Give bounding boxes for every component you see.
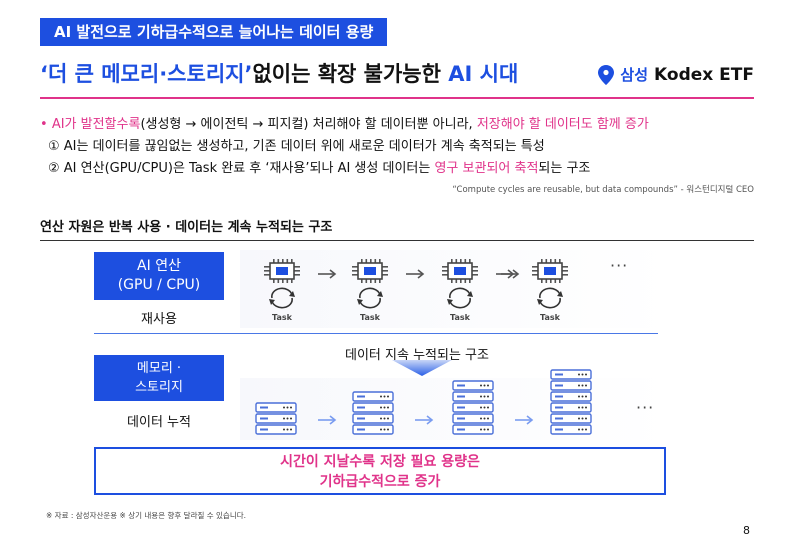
bullet-list: • AI가 발전할수록(생성형 → 에이전틱 → 피지컬) 처리해야 할 데이터… xyxy=(40,114,754,180)
location-pin-icon xyxy=(598,64,615,85)
server-stack-icon xyxy=(352,391,394,441)
compute-box-line2: (GPU / CPU) xyxy=(117,277,201,293)
title-divider xyxy=(40,97,754,99)
right-arrow-icon xyxy=(317,411,339,425)
title-mid-part: 없이는 확장 불가능한 xyxy=(252,62,449,86)
page-title: ‘더 큰 메모리·스토리지’없이는 확장 불가능한 AI 시대 xyxy=(40,58,518,88)
title-ai-part: AI 시대 xyxy=(448,62,519,86)
reuse-cycle-icon xyxy=(530,287,570,309)
brand-kodex: Kodex ETF xyxy=(654,64,754,85)
reuse-cycle-icon xyxy=(350,287,390,309)
brand-logo: 삼성 Kodex ETF xyxy=(598,64,754,85)
accumulation-caption: 데이터 지속 누적되는 구조 xyxy=(345,348,489,363)
reuse-cycle-icon xyxy=(262,287,302,309)
down-funnel-icon xyxy=(392,360,452,376)
diagram-title: 연산 자원은 반복 사용 · 데이터는 계속 누적되는 구조 xyxy=(40,220,333,235)
task-label: Task xyxy=(360,313,380,322)
gpu-chip-icon xyxy=(262,258,302,284)
right-arrow-icon xyxy=(414,411,436,425)
server-stack-icon xyxy=(550,369,592,441)
section-banner: AI 발전으로 기하급수적으로 늘어나는 데이터 용량 xyxy=(40,18,388,46)
bullet-sub-1: ① AI는 데이터를 끊임없는 생성하고, 기존 데이터 위에 새로운 데이터가… xyxy=(48,139,545,154)
diagram-divider xyxy=(94,333,658,334)
result-line1: 시간이 지날수록 저장 필요 용량은 xyxy=(280,454,480,470)
bullet-sub-2: ② AI 연산(GPU/CPU)은 Task 완료 후 ‘재사용’되나 AI 생… xyxy=(40,158,754,180)
reuse-label: 재사용 xyxy=(141,312,177,327)
result-box: 시간이 지날수록 저장 필요 용량은 기하급수적으로 증가 xyxy=(94,447,666,495)
right-arrow-icon xyxy=(405,265,427,279)
memory-box-line1: 메모리 · xyxy=(136,361,182,376)
brand-samsung: 삼성 xyxy=(620,66,649,84)
gpu-chip-icon xyxy=(350,258,390,284)
server-stack-icon xyxy=(255,402,297,441)
page-number: 8 xyxy=(743,524,750,537)
gpu-chip-icon xyxy=(530,258,570,284)
memory-box-line2: 스토리지 xyxy=(135,380,183,395)
bullet-dot: • xyxy=(40,117,52,132)
bullet-sub-2-highlight: 영구 보관되어 축적 xyxy=(434,161,539,176)
bullet-main: • AI가 발전할수록(생성형 → 에이전틱 → 피지컬) 처리해야 할 데이터… xyxy=(40,114,754,136)
right-arrow-icon xyxy=(317,265,339,279)
server-stack-icon xyxy=(452,380,494,441)
gpu-chip-icon xyxy=(440,258,480,284)
ceo-quote: “Compute cycles are reusable, but data c… xyxy=(452,185,754,195)
footnote: ※ 자료 : 삼성자산운용 ※ 상기 내용은 향후 달라질 수 있습니다. xyxy=(46,511,247,520)
bullet-sub-2-text: ② AI 연산(GPU/CPU)은 Task 완료 후 ‘재사용’되나 AI 생… xyxy=(48,161,435,176)
result-line2: 기하급수적으로 증가 xyxy=(319,474,441,490)
compute-box: AI 연산 (GPU / CPU) xyxy=(94,252,224,300)
title-quote-part: ‘더 큰 메모리·스토리지’ xyxy=(40,62,253,86)
section-divider xyxy=(40,240,754,241)
reuse-cycle-icon xyxy=(440,287,480,309)
bullet-sub-2-tail: 되는 구조 xyxy=(538,161,591,176)
more-ellipsis: ··· xyxy=(636,398,655,417)
task-label: Task xyxy=(540,313,560,322)
bullet-text-1: (생성형 → 에이전틱 → 피지컬) 처리해야 할 데이터뿐 아니라, xyxy=(140,117,477,132)
bullet-highlight-1: AI가 발전할수록 xyxy=(51,117,141,132)
more-ellipsis: ··· xyxy=(610,256,629,275)
task-label: Task xyxy=(272,313,292,322)
right-arrow-icon xyxy=(514,411,536,425)
bullet-highlight-2: 저장해야 할 데이터도 함께 증가 xyxy=(476,117,649,132)
right-arrow-icon xyxy=(500,265,522,279)
memory-storage-box: 메모리 · 스토리지 xyxy=(94,355,224,401)
compute-box-line1: AI 연산 xyxy=(137,258,181,274)
accumulation-label: 데이터 누적 xyxy=(127,415,191,430)
task-label: Task xyxy=(450,313,470,322)
